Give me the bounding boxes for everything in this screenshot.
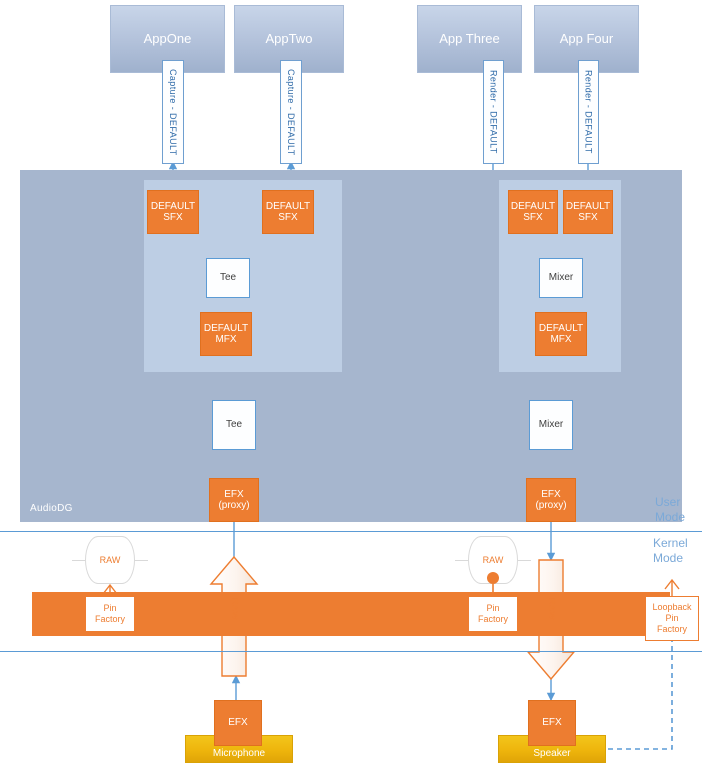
box-line-2: SFX	[278, 212, 298, 223]
connector-render-appfour[interactable]: Render - DEFAULT	[578, 60, 599, 164]
render-sfx-right[interactable]: DEFAULT SFX	[563, 190, 613, 234]
box-line-1: DEFAULT	[265, 200, 311, 212]
render-mixer-upper[interactable]: Mixer	[539, 258, 583, 298]
box-label: Tee	[225, 419, 243, 431]
render-mixer-lower[interactable]: Mixer	[529, 400, 573, 450]
speaker-efx[interactable]: EFX	[528, 700, 576, 746]
connector-capture-appone[interactable]: Capture - DEFAULT	[162, 60, 184, 164]
box-line-1: DEFAULT	[565, 200, 611, 212]
raw-gate-label: RAW	[99, 554, 121, 565]
connector-capture-apptwo[interactable]: Capture - DEFAULT	[280, 60, 302, 164]
capture-tee-lower[interactable]: Tee	[212, 400, 256, 450]
kernel-mode-label: Kernel Mode	[653, 536, 688, 566]
connector-label: Capture - DEFAULT	[168, 68, 179, 156]
connector-label: Render - DEFAULT	[488, 70, 499, 154]
render-efx-proxy[interactable]: EFX (proxy)	[526, 478, 576, 522]
user-kernel-divider	[0, 531, 702, 532]
raw-gate-tick-right	[135, 560, 148, 561]
endpoint-microphone[interactable]: Microphone	[185, 735, 293, 763]
raw-gate-tick-left	[72, 560, 85, 561]
render-mfx[interactable]: DEFAULT MFX	[535, 312, 587, 356]
box-line-2: SFX	[578, 212, 598, 223]
kernel-mode-line-1: Kernel	[653, 536, 688, 550]
box-line-2: MFX	[215, 334, 237, 345]
box-label: Tee	[219, 272, 237, 284]
app-label: AppTwo	[265, 30, 313, 46]
box-line-2: Factory	[94, 614, 125, 624]
audiodg-label: AudioDG	[30, 503, 73, 514]
box-line-2: MFX	[550, 334, 572, 345]
app-label: App Three	[439, 30, 500, 46]
box-label: Mixer	[538, 419, 564, 431]
kernel-driver-bar	[32, 592, 670, 636]
raw-gate-tick-right	[518, 560, 531, 561]
box-line-3: Factory	[656, 624, 687, 635]
render-sfx-left[interactable]: DEFAULT SFX	[508, 190, 558, 234]
box-line-1: Pin	[103, 602, 117, 613]
box-line-1: Pin	[486, 602, 500, 613]
app-label: App Four	[559, 30, 614, 46]
box-line-2: (proxy)	[535, 500, 567, 511]
endpoint-label: Speaker	[533, 748, 571, 759]
raw-stream-label-render: RAW	[547, 598, 557, 621]
kernel-hardware-divider	[0, 651, 702, 652]
box-line-2: SFX	[163, 212, 183, 223]
render-pin-connection-dot	[487, 572, 499, 584]
raw-stream-label-capture: RAW	[230, 598, 240, 621]
app-label: AppOne	[143, 30, 192, 46]
box-line-1: EFX	[224, 488, 244, 500]
connector-label: Render - DEFAULT	[583, 70, 594, 154]
connector-render-appthree[interactable]: Render - DEFAULT	[483, 60, 504, 164]
box-line-1: EFX	[541, 488, 561, 500]
box-line-1: DEFAULT	[510, 200, 556, 212]
box-line-1: DEFAULT	[150, 200, 196, 212]
user-mode-line-1: User	[655, 495, 681, 509]
capture-sfx-right[interactable]: DEFAULT SFX	[262, 190, 314, 234]
endpoint-label: Microphone	[212, 748, 266, 759]
box-line-1: DEFAULT	[538, 322, 584, 334]
user-mode-line-2: Mode	[655, 510, 686, 524]
raw-gate-capture: RAW	[85, 536, 135, 584]
capture-sfx-left[interactable]: DEFAULT SFX	[147, 190, 199, 234]
microphone-efx[interactable]: EFX	[214, 700, 262, 746]
raw-gate-tick-left	[455, 560, 468, 561]
pin-factory-capture[interactable]: Pin Factory	[85, 596, 135, 632]
box-line-1: Loopback	[652, 601, 692, 612]
box-line-1: DEFAULT	[203, 322, 249, 334]
box-line-2: (proxy)	[218, 500, 250, 511]
user-mode-label: User Mode	[655, 495, 685, 525]
kernel-mode-line-2: Mode	[653, 551, 684, 565]
pin-factory-render[interactable]: Pin Factory	[468, 596, 518, 632]
capture-efx-proxy[interactable]: EFX (proxy)	[209, 478, 259, 522]
box-label: EFX	[228, 717, 248, 729]
box-line-2: Pin	[665, 612, 679, 623]
box-line-2: Factory	[477, 614, 508, 624]
connector-label: Capture - DEFAULT	[286, 68, 297, 156]
box-label: EFX	[542, 717, 562, 729]
pin-factory-loopback[interactable]: Loopback Pin Factory	[645, 596, 699, 641]
box-label: Mixer	[548, 272, 574, 284]
app-box-appthree[interactable]: App Three	[417, 5, 522, 73]
capture-mfx[interactable]: DEFAULT MFX	[200, 312, 252, 356]
box-line-2: SFX	[523, 212, 543, 223]
raw-gate-label: RAW	[482, 554, 504, 565]
capture-tee-upper[interactable]: Tee	[206, 258, 250, 298]
